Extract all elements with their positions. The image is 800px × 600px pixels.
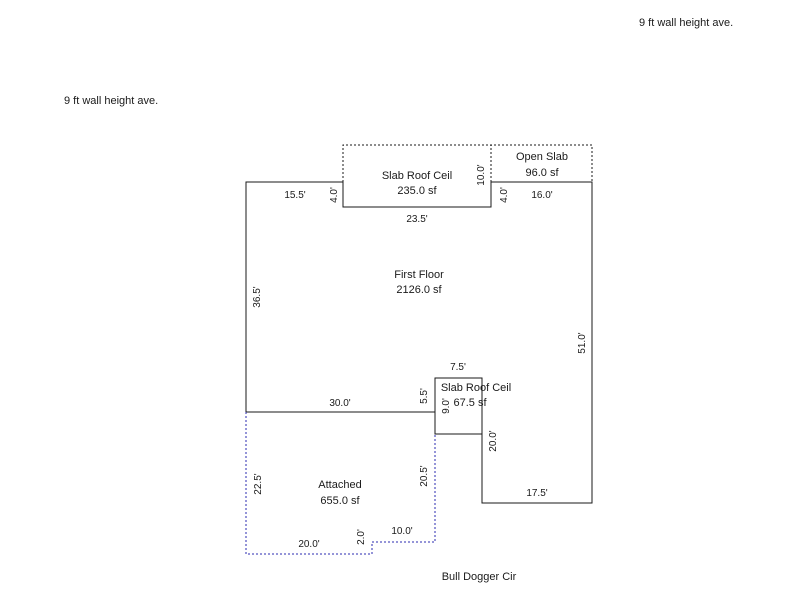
dim-slab-top-height: 10.0'	[476, 164, 487, 185]
dim-ff-notch-width: 23.5'	[406, 214, 427, 225]
first-floor-name: First Floor	[394, 269, 444, 281]
wall-height-note-top-left: 9 ft wall height ave.	[64, 95, 159, 107]
dim-ff-right: 51.0'	[577, 332, 588, 353]
wall-height-note-top-right: 9 ft wall height ave.	[639, 17, 734, 29]
open-slab-outline	[490, 144, 593, 182]
dim-att-step: 2.0'	[356, 529, 367, 545]
street-label: Bull Dogger Cir	[442, 571, 517, 583]
dim-ff-inner-right: 20.0'	[488, 430, 499, 451]
attached-name: Attached	[318, 479, 361, 491]
dim-att-bottom-left: 20.0'	[298, 539, 319, 550]
open-slab-name: Open Slab	[516, 151, 568, 163]
dim-att-left: 22.5'	[253, 473, 264, 494]
slab-roof-small-name: Slab Roof Ceil	[441, 382, 511, 394]
dim-small-top: 7.5'	[450, 362, 466, 373]
dim-ff-bottom-right: 17.5'	[526, 488, 547, 499]
dim-ff-top-right: 16.0'	[531, 190, 552, 201]
slab-roof-small-outline	[434, 377, 483, 434]
first-floor-outline	[245, 181, 593, 504]
dim-ff-notch-depth: 4.0'	[329, 187, 340, 203]
slab-roof-small-area: 67.5 sf	[453, 397, 487, 409]
dim-ff-bottom-left: 30.0'	[329, 398, 350, 409]
dim-ff-step: 5.5'	[419, 388, 430, 404]
first-floor-area: 2126.0 sf	[396, 284, 442, 296]
dim-ff-top-left: 15.5'	[284, 190, 305, 201]
attached-outline	[245, 412, 436, 555]
dim-small-height: 9.0'	[441, 398, 452, 414]
dim-ff-left: 36.5'	[252, 286, 263, 307]
slab-roof-top-area: 235.0 sf	[397, 185, 437, 197]
attached-area: 655.0 sf	[320, 495, 360, 507]
open-slab-area: 96.0 sf	[525, 167, 559, 179]
dim-open-slab-depth: 4.0'	[499, 187, 510, 203]
dim-att-right: 20.5'	[419, 465, 430, 486]
slab-roof-top-name: Slab Roof Ceil	[382, 170, 452, 182]
dim-att-bottom-right: 10.0'	[391, 526, 412, 537]
